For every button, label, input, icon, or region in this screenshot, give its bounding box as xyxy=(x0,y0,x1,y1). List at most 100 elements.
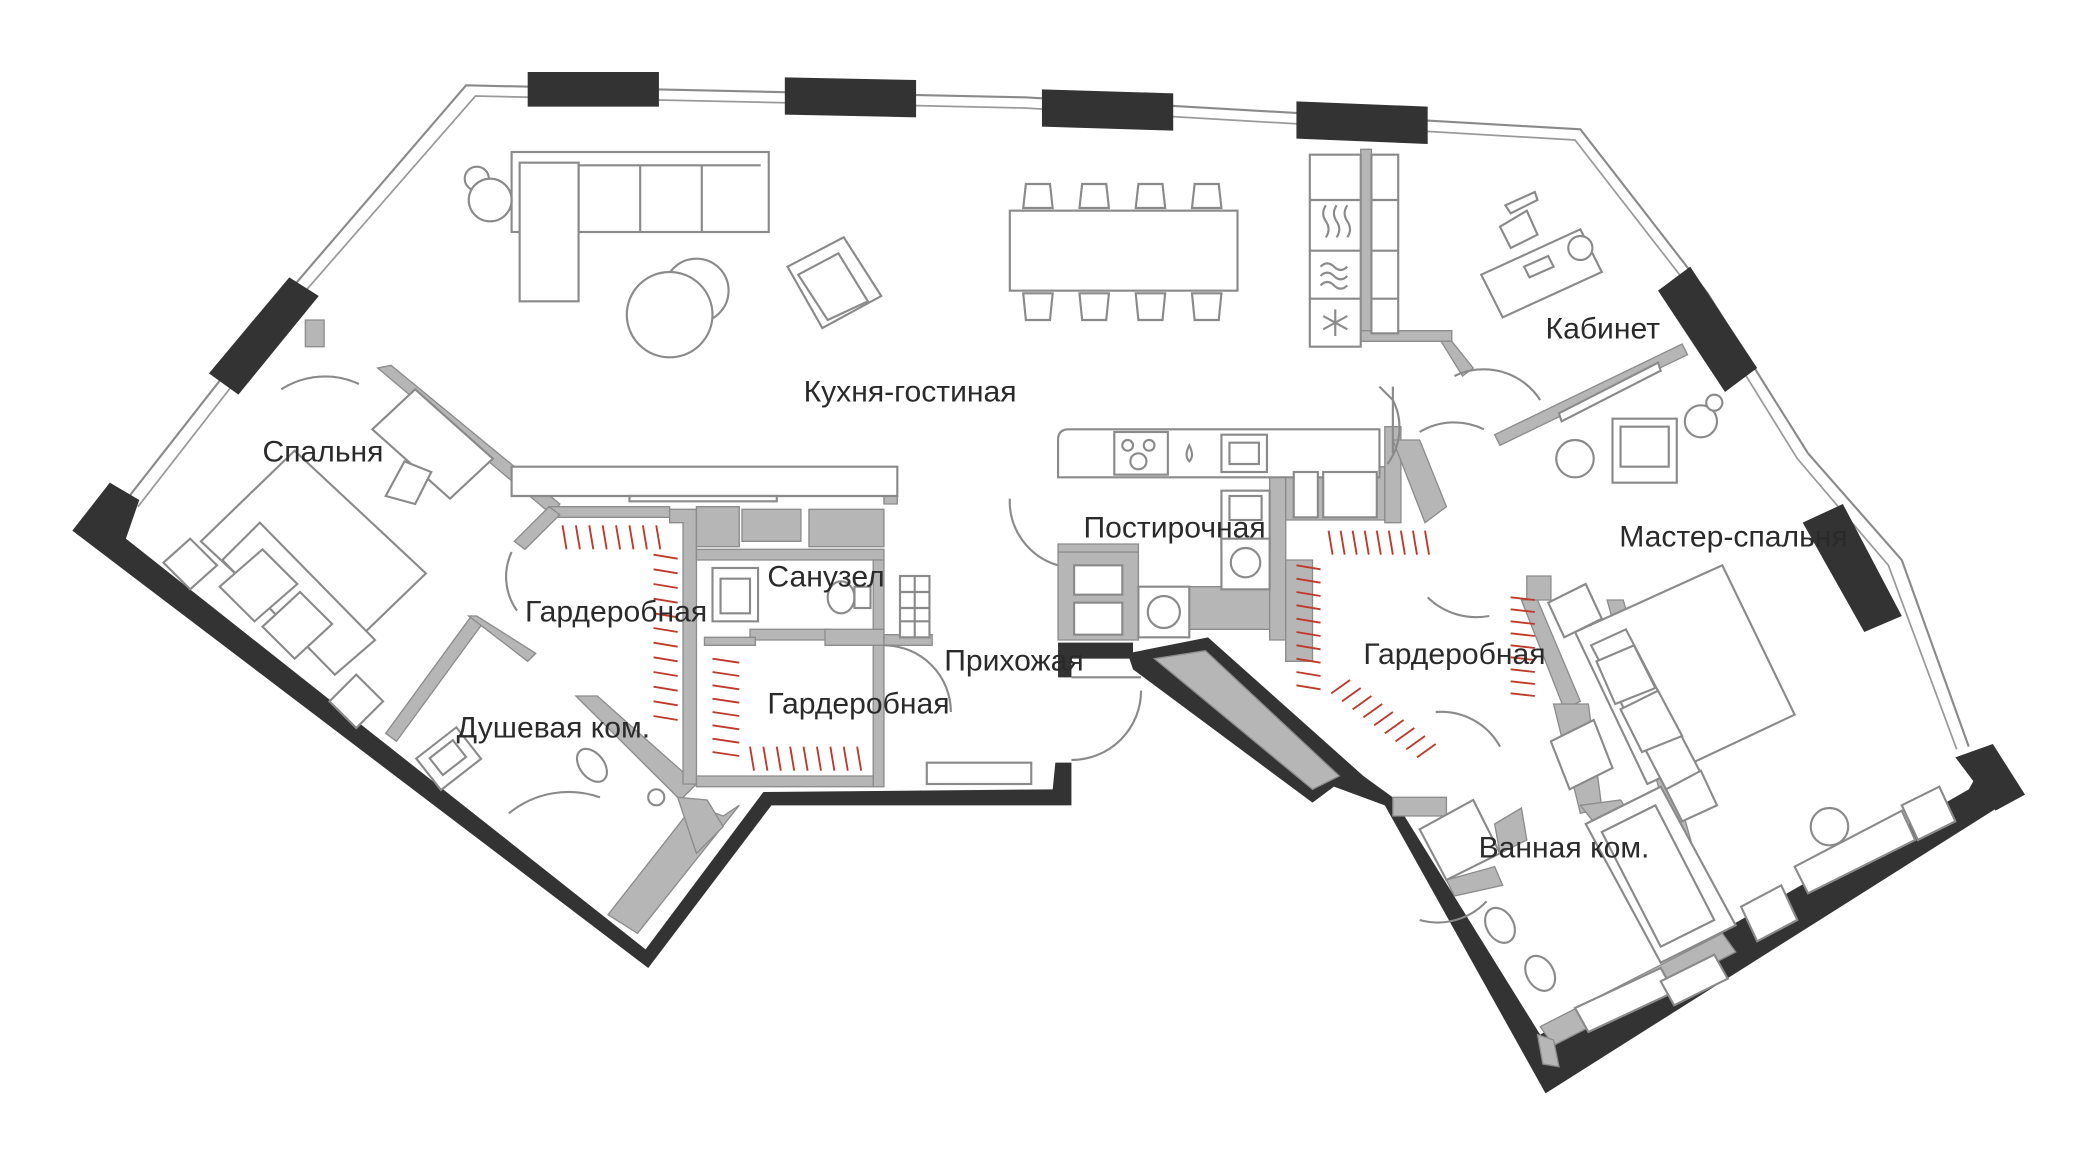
hanger-mark xyxy=(1327,530,1334,555)
hanger-mark xyxy=(653,612,678,619)
room-label-study: Кабинет xyxy=(1546,313,1661,346)
hanger-mark xyxy=(829,746,836,771)
hanger-mark xyxy=(816,746,822,771)
hanger-mark xyxy=(1510,596,1535,601)
hanger-mark xyxy=(601,525,608,550)
hanger-mark xyxy=(1373,711,1394,727)
hanger-mark xyxy=(641,525,648,550)
hanger-mark xyxy=(856,746,863,771)
hanger-mark xyxy=(762,746,769,771)
hanger-mark xyxy=(712,657,740,664)
hanger-mark xyxy=(789,746,796,771)
room-label-bathroom-master: Ванная ком. xyxy=(1479,831,1650,864)
room-label-wardrobe-left: Гардеробная xyxy=(525,595,707,628)
heat-wave-icon xyxy=(1322,204,1352,238)
hanger-mark xyxy=(1296,564,1321,571)
hanger-mark xyxy=(802,746,809,771)
hanger-mark xyxy=(561,525,568,550)
hanger-mark xyxy=(588,525,595,550)
study-furniture xyxy=(1479,190,1724,484)
hanger-mark xyxy=(653,700,678,707)
hanger-mark xyxy=(653,568,678,575)
hanger-mark xyxy=(712,697,740,704)
hanger-mark xyxy=(653,715,678,721)
room-label-bathroom-small: Санузел xyxy=(767,561,884,594)
hanger-mark xyxy=(1384,719,1405,735)
hanger-mark xyxy=(1405,735,1426,751)
hanger-mark xyxy=(712,671,740,677)
room-label-bedroom: Спальня xyxy=(263,435,384,468)
doors xyxy=(280,368,1542,924)
room-label-master-bedroom: Мастер-спальня xyxy=(1619,521,1848,554)
hanger-mark xyxy=(1296,577,1321,584)
hanger-mark xyxy=(749,746,755,771)
hanger-mark xyxy=(1341,687,1362,703)
window-walls xyxy=(126,72,1970,750)
hanger-mark xyxy=(712,711,740,717)
hanger-mark xyxy=(615,525,622,550)
hanger-mark xyxy=(1296,671,1321,677)
master-bedroom-furniture xyxy=(1418,563,1957,1034)
bathroom-fixtures xyxy=(711,566,1033,786)
room-labels: Кухня-гостиная Кабинет Спальня Мастер-сп… xyxy=(263,313,1848,865)
hanger-mark xyxy=(1375,530,1382,555)
hanger-mark xyxy=(775,746,782,771)
hanger-mark xyxy=(1362,703,1383,719)
hanger-mark xyxy=(1510,620,1535,625)
hanger-mark xyxy=(1296,684,1321,691)
hanger-mark xyxy=(1416,743,1437,759)
hanger-mark xyxy=(1510,644,1535,649)
living-furniture xyxy=(463,150,1400,359)
room-label-hallway: Прихожая xyxy=(944,645,1084,678)
hanger-mark xyxy=(712,684,740,691)
hanger-mark xyxy=(1510,632,1535,637)
room-label-kitchen-living: Кухня-гостиная xyxy=(804,375,1017,408)
hanger-mark xyxy=(1296,644,1321,651)
hanger-mark xyxy=(653,685,678,692)
hanger-mark xyxy=(653,627,678,633)
snowflake-icon xyxy=(1322,309,1348,336)
kitchen-counter xyxy=(1056,428,1381,639)
shower-room-fixtures xyxy=(414,725,666,807)
hanger-mark xyxy=(653,597,678,604)
bedroom-furniture xyxy=(161,387,495,730)
hanger-mark xyxy=(712,751,740,757)
water-wave-icon xyxy=(1319,262,1349,290)
hanger-mark xyxy=(1510,680,1535,685)
hanger-mark xyxy=(1296,657,1321,664)
hanger-mark xyxy=(653,583,678,589)
room-label-wardrobe-center: Гардеробная xyxy=(767,687,949,720)
hanger-mark xyxy=(1510,692,1535,697)
hanger-mark xyxy=(1296,617,1321,624)
hanger-mark xyxy=(1296,631,1321,637)
hanger-mark xyxy=(574,525,581,550)
hanger-mark xyxy=(653,671,678,677)
hanger-mark xyxy=(1330,679,1351,695)
room-label-shower-room: Душевая ком. xyxy=(457,711,650,744)
hanger-mark xyxy=(653,656,678,663)
hanger-mark xyxy=(653,553,678,560)
hanger-mark xyxy=(653,641,678,648)
hanger-mark xyxy=(1363,530,1370,555)
hanger-mark xyxy=(628,525,635,550)
hanger-mark xyxy=(1510,668,1535,673)
hanger-mark xyxy=(1510,656,1535,661)
hanger-mark xyxy=(1510,608,1535,613)
hanger-mark xyxy=(1394,727,1415,743)
room-label-wardrobe-right: Гардеробная xyxy=(1363,638,1545,671)
hanger-mark xyxy=(712,737,740,744)
hanger-mark xyxy=(1351,530,1358,555)
corridor-slab xyxy=(1152,649,1341,791)
room-label-laundry: Постирочная xyxy=(1083,511,1265,544)
hanger-mark xyxy=(1412,530,1418,555)
hanger-mark xyxy=(1387,530,1394,555)
hanger-mark xyxy=(1296,604,1321,611)
hanger-mark xyxy=(1339,530,1346,555)
hanger-mark xyxy=(1399,530,1406,555)
hanger-mark xyxy=(1424,530,1430,555)
hanger-mark xyxy=(1352,695,1372,711)
hanger-mark xyxy=(655,525,662,550)
wardrobe-hangers xyxy=(561,525,1535,771)
hanger-mark xyxy=(842,746,849,771)
